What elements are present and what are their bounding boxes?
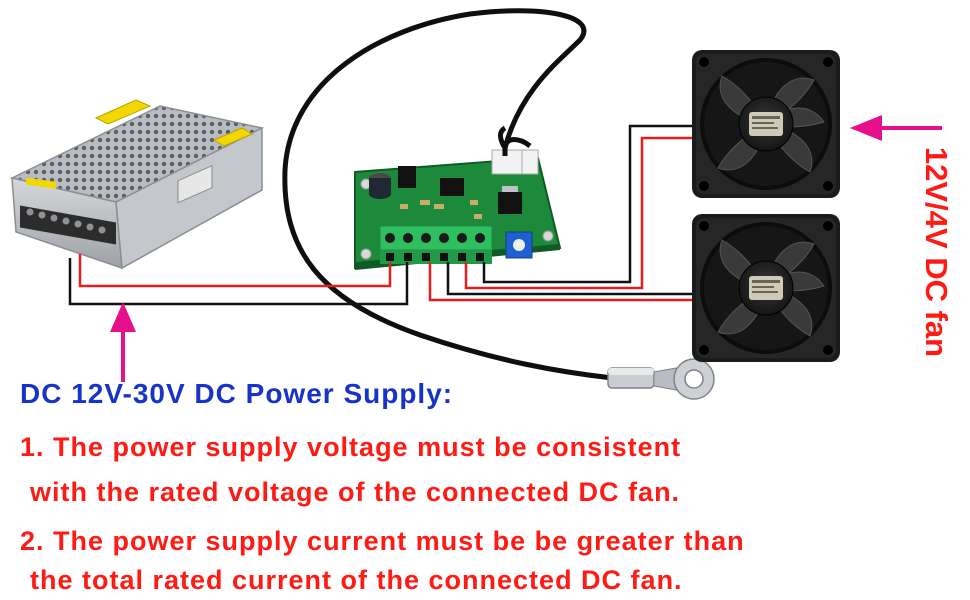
note-1-line-2: with the rated voltage of the connected … bbox=[30, 477, 681, 507]
note-1-line-1: 1. The power supply voltage must be cons… bbox=[20, 432, 682, 462]
fan-icon bbox=[691, 213, 841, 363]
note-2-line-1: 2. The power supply current must be be g… bbox=[20, 526, 745, 556]
arrow-icon bbox=[110, 302, 136, 382]
power-supply-heading: DC 12V-30V DC Power Supply: bbox=[20, 378, 454, 409]
note-2-line-2: the total rated current of the connected… bbox=[30, 565, 683, 595]
fan-icon bbox=[691, 49, 841, 199]
fan-wires bbox=[428, 124, 696, 302]
probe-cable bbox=[282, 8, 615, 381]
temperature-probe-icon bbox=[607, 358, 715, 400]
arrow-icon bbox=[850, 115, 942, 141]
controller-board-icon bbox=[354, 149, 562, 270]
power-supply-icon bbox=[9, 99, 265, 270]
power-wires bbox=[68, 254, 409, 306]
fan-label: 12V/4V DC fan bbox=[919, 146, 954, 358]
